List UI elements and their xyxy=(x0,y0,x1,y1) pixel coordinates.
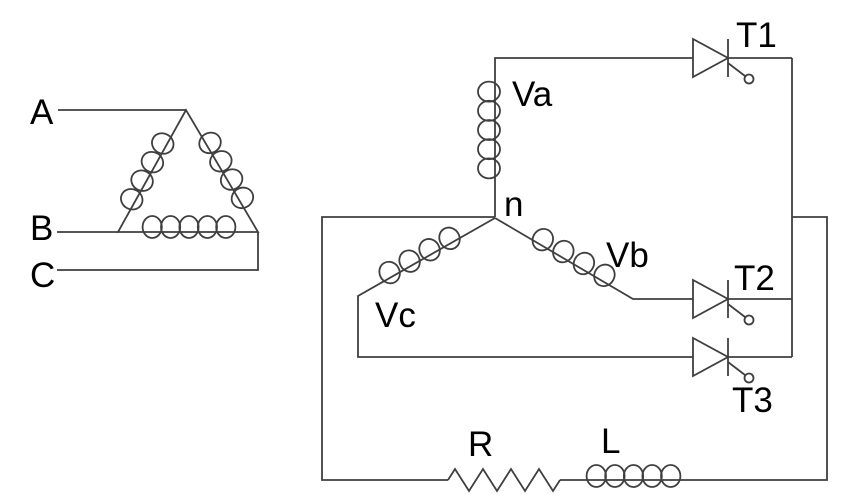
vb-wire xyxy=(494,217,693,300)
coil-loop xyxy=(477,157,501,180)
coil-loop xyxy=(438,226,461,251)
coil-loop xyxy=(209,150,233,173)
coil-loop xyxy=(178,215,200,239)
coil-loop xyxy=(641,464,663,488)
label-phase-a: A xyxy=(30,93,54,132)
vc-wire xyxy=(357,217,693,358)
coil-loop xyxy=(531,227,554,252)
wires xyxy=(57,57,828,493)
coil-loop xyxy=(378,260,401,285)
load-inductor-coil xyxy=(585,464,682,488)
windings xyxy=(120,80,682,488)
label-phase-c: C xyxy=(30,256,55,295)
gate-terminal xyxy=(743,73,755,85)
thyristor-triangle xyxy=(692,336,730,378)
coil-loop xyxy=(398,249,421,273)
vb-winding xyxy=(531,227,616,288)
delta-left-winding xyxy=(120,132,175,211)
vc-winding xyxy=(378,226,461,285)
coil-loop xyxy=(198,131,222,155)
label-t2: T2 xyxy=(734,259,775,298)
resistor-zigzag xyxy=(447,467,561,493)
coil-loop xyxy=(477,99,501,122)
thyristor-triangle xyxy=(692,278,730,320)
label-inductor: L xyxy=(601,422,620,461)
coil-loop xyxy=(160,215,182,239)
gate-terminal xyxy=(743,372,755,384)
label-resistor: R xyxy=(468,425,493,464)
load-bottom-wire xyxy=(560,216,828,481)
coil-loop xyxy=(215,215,237,239)
thyristor-t2 xyxy=(692,278,792,326)
label-vb: Vb xyxy=(606,236,649,275)
thyristor-t3 xyxy=(692,336,792,384)
coil-loop xyxy=(477,119,501,141)
coil-loop xyxy=(552,239,575,264)
gate-lead xyxy=(727,62,746,77)
gate-lead xyxy=(727,303,746,318)
label-t1: T1 xyxy=(736,16,777,55)
coil-loop xyxy=(140,150,165,174)
coil-loop xyxy=(593,263,616,288)
label-neutral: n xyxy=(504,185,523,224)
coil-loop xyxy=(572,251,596,276)
gate-lead xyxy=(727,361,746,376)
thyristor-triangle xyxy=(692,37,730,79)
label-vc: Vc xyxy=(375,296,416,335)
coil-loop xyxy=(120,188,144,211)
coil-loop xyxy=(622,464,645,488)
delta-bottom-winding xyxy=(141,215,237,239)
phase-c-lead xyxy=(57,232,259,271)
va-wire xyxy=(494,57,693,217)
coil-loop xyxy=(477,80,501,103)
gate-terminal xyxy=(743,314,755,326)
coil-loop xyxy=(418,238,441,262)
coil-loop xyxy=(141,215,163,239)
coil-loop xyxy=(604,464,626,488)
label-phase-b: B xyxy=(30,209,53,248)
coil-loop xyxy=(196,215,218,239)
neutral-return-wire xyxy=(321,216,495,481)
thyristor-t1 xyxy=(692,37,792,85)
coil-loop xyxy=(219,168,244,191)
va-winding xyxy=(477,80,501,180)
coil-loop xyxy=(151,132,175,155)
label-t3: T3 xyxy=(732,381,773,420)
label-va: Va xyxy=(512,75,553,114)
coil-loop xyxy=(660,464,682,488)
coil-loop xyxy=(130,169,154,192)
coil-loop xyxy=(477,138,501,161)
coil-loop xyxy=(585,464,607,488)
delta-right-winding xyxy=(198,131,255,210)
coil-loop xyxy=(230,186,255,210)
